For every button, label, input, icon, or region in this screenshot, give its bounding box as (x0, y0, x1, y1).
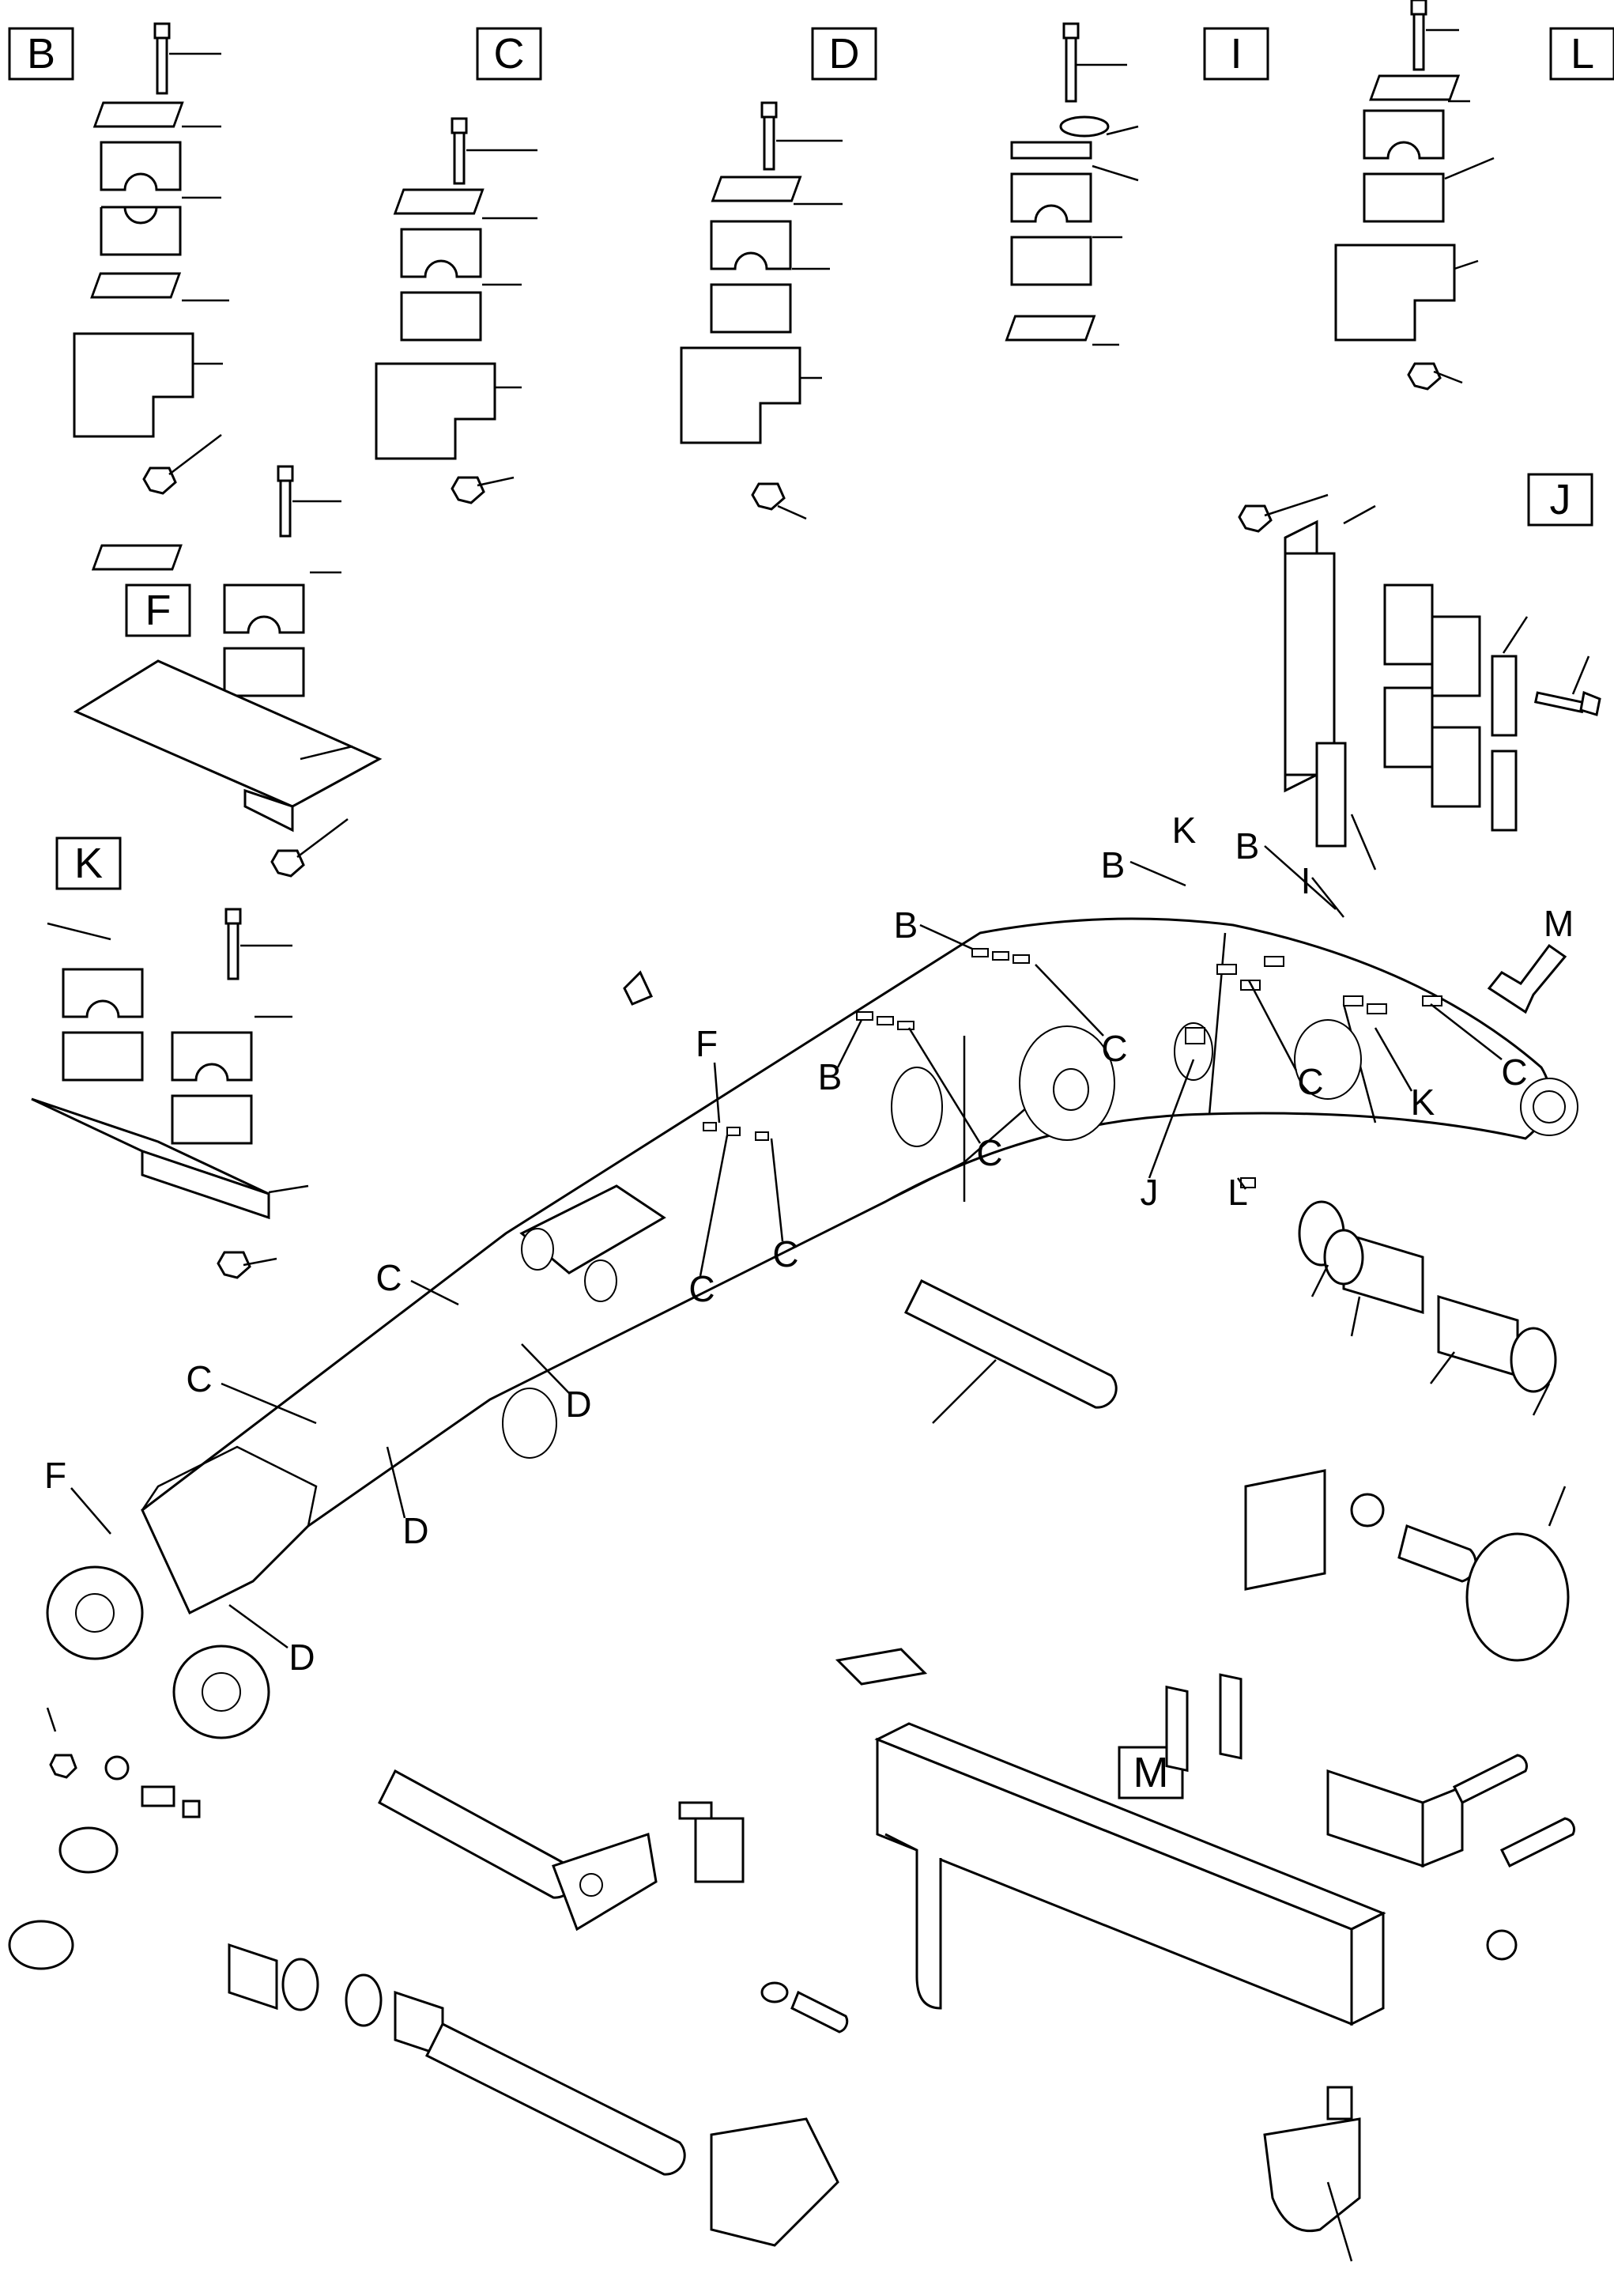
callout-c-4: C (976, 1132, 1002, 1173)
boom-lightening-hole-3 (1294, 1019, 1362, 1100)
arrow-to-detail-m (1487, 943, 1567, 1014)
callout-j-1: J (1141, 1172, 1159, 1213)
clamp-assembly-k (31, 908, 309, 1279)
svg-text:L: L (1571, 30, 1594, 77)
detail-label-k: K (55, 836, 122, 890)
callout-b-1: B (1101, 844, 1126, 886)
detail-label-l: L (1549, 27, 1614, 81)
clamp-assembly-i (1005, 22, 1139, 346)
callout-m-1: M (1544, 903, 1574, 944)
callout-c-6: C (688, 1268, 715, 1309)
callout-b-2: B (1235, 825, 1260, 867)
grease-fitting (623, 970, 654, 1006)
clamp-assembly-c (375, 117, 537, 504)
svg-text:D: D (829, 30, 860, 77)
callout-d-1: D (565, 1384, 591, 1425)
pivot-pin (903, 1278, 1118, 1424)
clamp-assembly-j (1238, 493, 1601, 870)
detail-label-d: D (811, 27, 877, 81)
svg-text:C: C (494, 30, 525, 77)
boom-lightening-hole-4 (502, 1388, 557, 1459)
callout-c-1: C (1101, 1028, 1127, 1069)
detail-label-c: C (476, 27, 542, 81)
callout-k-1: K (1172, 810, 1197, 851)
valve-block-assembly (835, 1648, 1575, 2262)
callout-c-5: C (772, 1233, 798, 1275)
callout-d-3: D (288, 1637, 315, 1678)
svg-text:J: J (1550, 476, 1571, 523)
cylinder-mount (519, 1184, 666, 1275)
callout-f-1: F (696, 1023, 718, 1064)
svg-text:K: K (74, 840, 103, 887)
callout-k-2: K (1411, 1082, 1435, 1123)
lower-pin-with-tab (378, 1769, 849, 2034)
detail-label-j: J (1527, 473, 1593, 527)
clamp-assembly-d (680, 101, 843, 520)
bushing-set-upper (1298, 1200, 1557, 1416)
callout-c-3: C (1501, 1052, 1527, 1093)
callout-b-4: B (818, 1056, 843, 1097)
callout-labels: B K B I M B C B C C K F C J L C C C C D … (44, 810, 1574, 1678)
callout-f-2: F (44, 1455, 66, 1496)
detail-label-f: F (125, 583, 191, 637)
callout-c-8: C (186, 1358, 212, 1399)
boom-lightening-hole-1 (891, 1067, 943, 1147)
callout-c-7: C (375, 1257, 402, 1298)
callout-c-2: C (1297, 1061, 1323, 1102)
callout-l-1: L (1227, 1172, 1248, 1213)
boom-arm (46, 917, 1578, 1739)
callout-i-1: I (1301, 860, 1311, 901)
svg-text:B: B (27, 30, 55, 77)
detail-label-b: B (8, 27, 74, 81)
clamp-assembly-l (1334, 0, 1495, 391)
clamp-assembly-f (73, 465, 383, 878)
callout-d-2: D (402, 1510, 428, 1551)
detail-label-i: I (1203, 27, 1269, 81)
svg-text:M: M (1133, 1749, 1169, 1796)
svg-text:F: F (145, 587, 172, 634)
end-cap-assembly (1165, 1469, 1570, 1773)
foot-pin-assembly (8, 1707, 839, 2247)
callout-b-3: B (894, 904, 918, 946)
clamp-assembly-b (73, 22, 229, 495)
svg-text:I: I (1230, 30, 1242, 77)
